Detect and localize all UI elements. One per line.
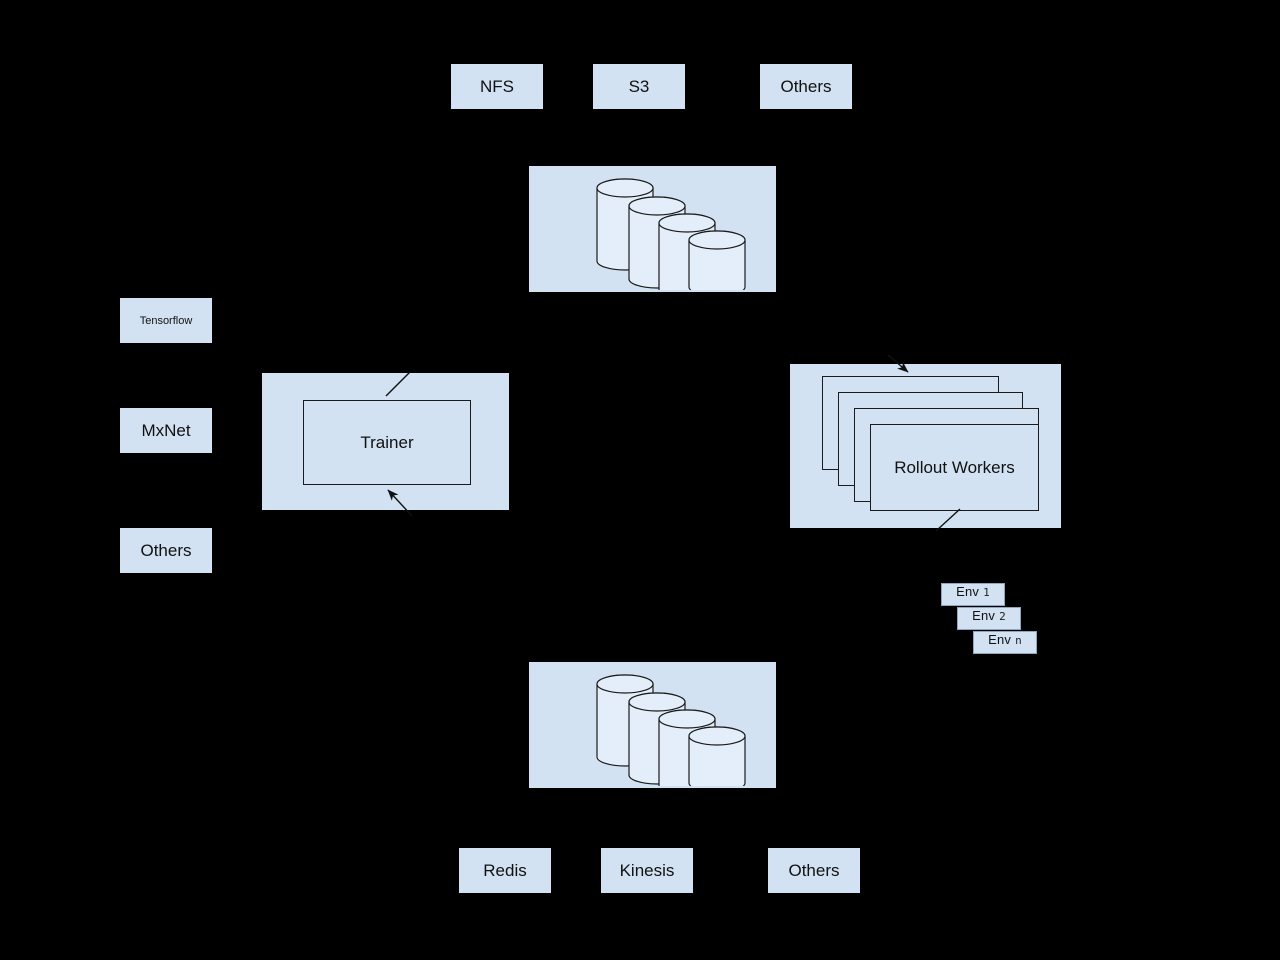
node-label: NFS (480, 76, 514, 96)
node-framework-tensorflow[interactable]: Tensorflow (120, 298, 212, 343)
trainer-box[interactable]: Trainer (303, 400, 471, 485)
node-storage-nfs[interactable]: NFS (451, 64, 543, 109)
env-index: n (1015, 634, 1022, 647)
env-index: 2 (999, 610, 1006, 623)
database-cylinder-stack-bottom (596, 674, 746, 786)
database-cylinder-stack-top (596, 178, 746, 290)
node-label: Others (140, 540, 192, 560)
node-label: S3 (628, 76, 650, 96)
node-label: Kinesis (619, 860, 675, 880)
node-queue-kinesis[interactable]: Kinesis (601, 848, 693, 893)
rollout-workers-box[interactable]: Rollout Workers (870, 424, 1039, 511)
node-label: Redis (483, 860, 527, 880)
node-label: MxNet (141, 420, 191, 440)
node-queue-redis[interactable]: Redis (459, 848, 551, 893)
node-label: Others (788, 860, 840, 880)
env-name: Env (956, 584, 980, 599)
env-name: Env (972, 608, 996, 623)
node-label: Tensorflow (139, 314, 193, 327)
node-framework-mxnet[interactable]: MxNet (120, 408, 212, 453)
node-storage-others[interactable]: Others (760, 64, 852, 109)
env-name: Env (988, 632, 1012, 647)
model-store-panel (529, 166, 776, 292)
node-storage-s3[interactable]: S3 (593, 64, 685, 109)
trainer-label: Trainer (360, 432, 414, 452)
data-store-panel (529, 662, 776, 788)
node-label: Others (780, 76, 832, 96)
node-queue-others[interactable]: Others (768, 848, 860, 893)
env-index: 1 (983, 586, 990, 599)
rollout-workers-label: Rollout Workers (894, 457, 1015, 477)
node-framework-others[interactable]: Others (120, 528, 212, 573)
